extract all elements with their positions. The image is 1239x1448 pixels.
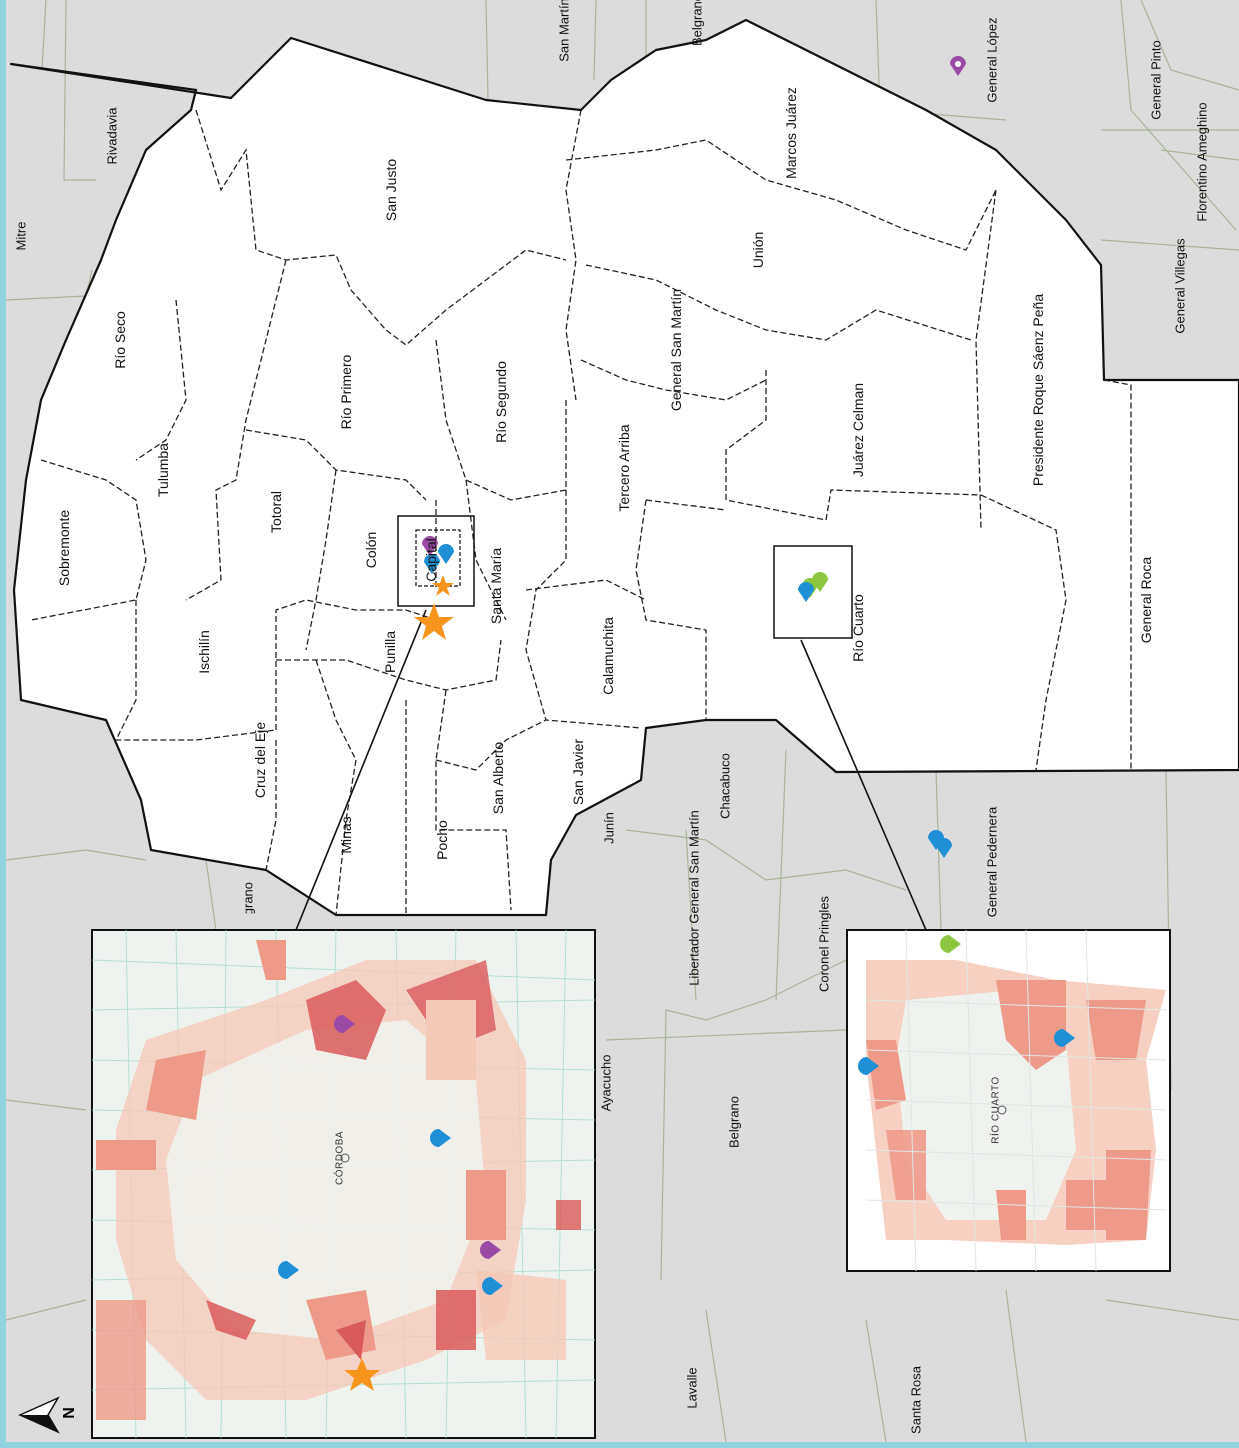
dept-label-rio-segundo: Río Segundo [493, 361, 509, 443]
dept-label-rio-seco: Río Seco [112, 311, 128, 369]
neighbor-label-junin: Junín [601, 812, 617, 844]
map-marker-icon [798, 582, 814, 602]
dept-label-san-javier: San Javier [570, 738, 586, 806]
neighbor-label-belgrano-top: Belgrano [689, 0, 705, 47]
neighbor-label-general-lopez: General López [984, 17, 1000, 103]
neighbor-label-ayacucho: Ayacucho [598, 1054, 614, 1112]
map-marker-icon [480, 1241, 501, 1259]
neighbor-label-mitre: Mitre [13, 221, 29, 251]
dept-label-calamuchita: Calamuchita [600, 617, 616, 695]
neighbor-label-santa-rosa: Santa Rosa [908, 1366, 924, 1434]
neighbor-label-chacabuco: Chacabuco [717, 753, 733, 819]
map-marker-icon [858, 1057, 879, 1075]
dept-label-general-roca: General Roca [1138, 556, 1154, 644]
star-marker-icon [344, 1358, 380, 1391]
dept-label-pres-roque-saenz-pena: Presidente Roque Sáenz Peña [1030, 293, 1046, 487]
dept-label-marcos-juarez: Marcos Juárez [783, 87, 799, 179]
dept-label-capital: Capital [423, 538, 439, 582]
map-frame: Sobremonte Río Seco Tulumba Ischilín Tot… [6, 0, 1239, 1442]
connector-line-cordoba [295, 609, 427, 931]
dept-label-rio-cuarto: Río Cuarto [850, 594, 866, 662]
cordoba-inset[interactable] [91, 929, 596, 1439]
map-marker-icon [422, 536, 438, 556]
map-marker-icon [482, 1277, 503, 1295]
north-arrow-icon [18, 1396, 60, 1434]
inset-city-label-rio-cuarto: RÍO CUARTO [990, 1076, 1002, 1144]
dept-label-union: Unión [750, 231, 766, 269]
dept-label-pocho: Pocho [434, 820, 450, 860]
cordoba-inset-markers [278, 1015, 503, 1391]
neighbor-label-lavalle: Lavalle [684, 1367, 700, 1409]
dept-label-punilla: Punilla [382, 630, 398, 674]
neighbor-label-libertador-gsm: Libertador General San Martín [686, 810, 702, 986]
dept-label-juarez-celman: Juárez Celman [850, 382, 866, 478]
map-marker-icon [278, 1261, 299, 1279]
rio-cuarto-locator-box[interactable] [773, 545, 853, 639]
dept-label-ischilin: Ischilín [196, 630, 212, 674]
dept-label-minas: Minas [338, 816, 354, 854]
dept-label-cruz-del-eje: Cruz del Eje [252, 721, 268, 799]
neighbor-label-general-pedernera: General Pedernera [984, 806, 1000, 918]
dept-label-sobremonte: Sobremonte [56, 509, 72, 587]
neighbor-boundaries [6, 0, 1239, 1442]
neighbor-label-florentino-ameghino: Florentino Ameghino [1194, 102, 1210, 222]
map-canvas[interactable] [6, 0, 1239, 1442]
map-marker-icon [334, 1015, 355, 1033]
map-marker-icon [438, 544, 454, 564]
capital-locator-box[interactable] [397, 515, 475, 607]
map-marker-icon [812, 572, 828, 592]
map-marker-icon [424, 554, 440, 574]
neighbor-label-general-pinto: General Pinto [1148, 40, 1164, 120]
neighbor-label-san-martin: San Martín [556, 0, 572, 62]
map-marker-icon [430, 1129, 451, 1147]
dept-label-san-justo: San Justo [383, 158, 399, 222]
rio-cuarto-choropleth [865, 930, 1167, 1271]
cordoba-choropleth [92, 930, 595, 1438]
dept-label-santa-maria: Santa María [488, 547, 504, 625]
map-marker-icon [928, 830, 944, 850]
dept-label-tercero-arriba: Tercero Arriba [616, 424, 632, 512]
neighbor-label-coronel-pringles: Coronel Pringles [816, 895, 832, 993]
dept-label-totoral: Totoral [268, 490, 284, 534]
rio-cuarto-inset[interactable] [846, 929, 1171, 1272]
inset-city-label-cordoba: CÓRDOBA [334, 1130, 346, 1186]
dept-label-san-alberto: San Alberto [490, 741, 506, 815]
province-cordoba[interactable] [9, 18, 1239, 917]
north-label: N [60, 1407, 78, 1419]
connector-line-rio-cuarto [800, 639, 927, 931]
map-marker-icon [1054, 1029, 1075, 1047]
neighbor-label-rivadavia: Rivadavia [104, 107, 120, 165]
department-boundaries [30, 109, 1132, 916]
star-marker-icon [432, 575, 454, 596]
star-marker-icon [414, 603, 454, 640]
rio-cuarto-inset-markers [858, 935, 1075, 1115]
dept-label-general-san-martin: General San Martín [668, 288, 684, 412]
main-map-markers [414, 56, 966, 858]
map-marker-icon [936, 838, 952, 858]
dept-label-rio-primero: Río Primero [338, 354, 354, 430]
map-marker-icon [940, 935, 961, 953]
neighbor-label-general-villegas: General Villegas [1172, 238, 1188, 334]
dept-label-tulumba: Tulumba [155, 443, 171, 497]
dept-label-colon: Colón [363, 531, 379, 569]
neighbor-label-belgrano-mid: Belgrano [726, 1095, 742, 1149]
north-arrow: N [18, 1396, 78, 1434]
